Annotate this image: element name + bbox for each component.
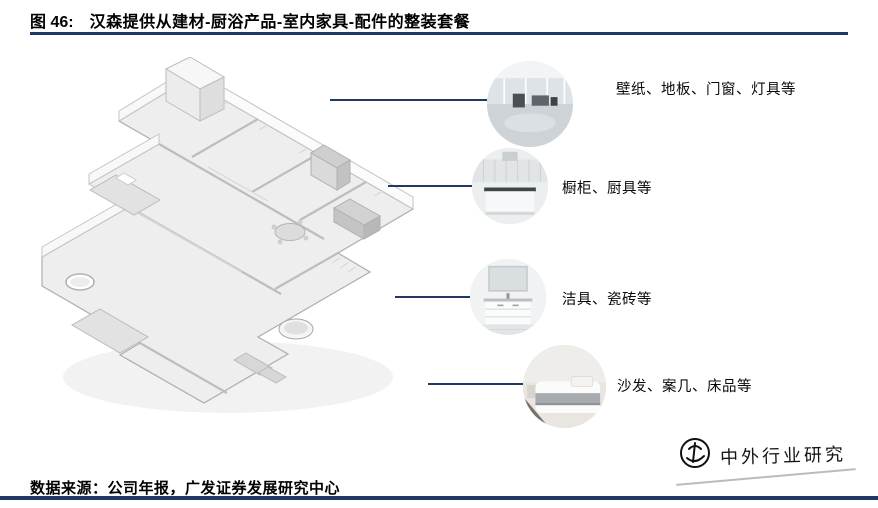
figure-title: 汉森提供从建材-厨浴产品-室内家具-配件的整装套餐 <box>89 14 471 31</box>
callout-photo-3 <box>470 259 546 335</box>
watermark-swoosh <box>676 468 856 486</box>
callout-photo-2 <box>472 148 548 224</box>
callout-line-3 <box>395 296 472 298</box>
bedroom-furniture-photo <box>523 345 606 428</box>
title-underline-rule <box>30 32 848 35</box>
bathroom-vanity-photo <box>470 259 546 335</box>
kitchen-cabinet-photo <box>472 148 548 224</box>
callout-photo-1 <box>487 61 573 147</box>
callout-photo-4 <box>523 345 606 428</box>
data-source-note: 数据来源：公司年报，广发证券发展研究中心 <box>30 481 341 497</box>
callout-label-1: 壁纸、地板、门窗、灯具等 <box>616 82 796 98</box>
callout-label-2: 橱柜、厨具等 <box>562 181 652 197</box>
callout-line-2 <box>388 185 474 187</box>
watermark-text: 中外行业研究 <box>719 444 847 468</box>
callout-label-3: 洁具、瓷砖等 <box>562 292 652 308</box>
isometric-floorplan-image <box>41 57 415 413</box>
callout-line-1 <box>330 99 489 101</box>
watermark: 中外行业研究 <box>670 430 875 490</box>
figure-header: 图 46: 汉森提供从建材-厨浴产品-室内家具-配件的整装套餐 <box>30 8 470 32</box>
bottom-rule <box>0 496 878 500</box>
interior-flooring-windows-photo <box>487 61 573 147</box>
figure-number: 图 46: <box>30 14 74 31</box>
callout-label-4: 沙发、案几、床品等 <box>617 379 752 395</box>
callout-line-4 <box>428 383 526 385</box>
watermark-logo-icon <box>680 438 710 468</box>
